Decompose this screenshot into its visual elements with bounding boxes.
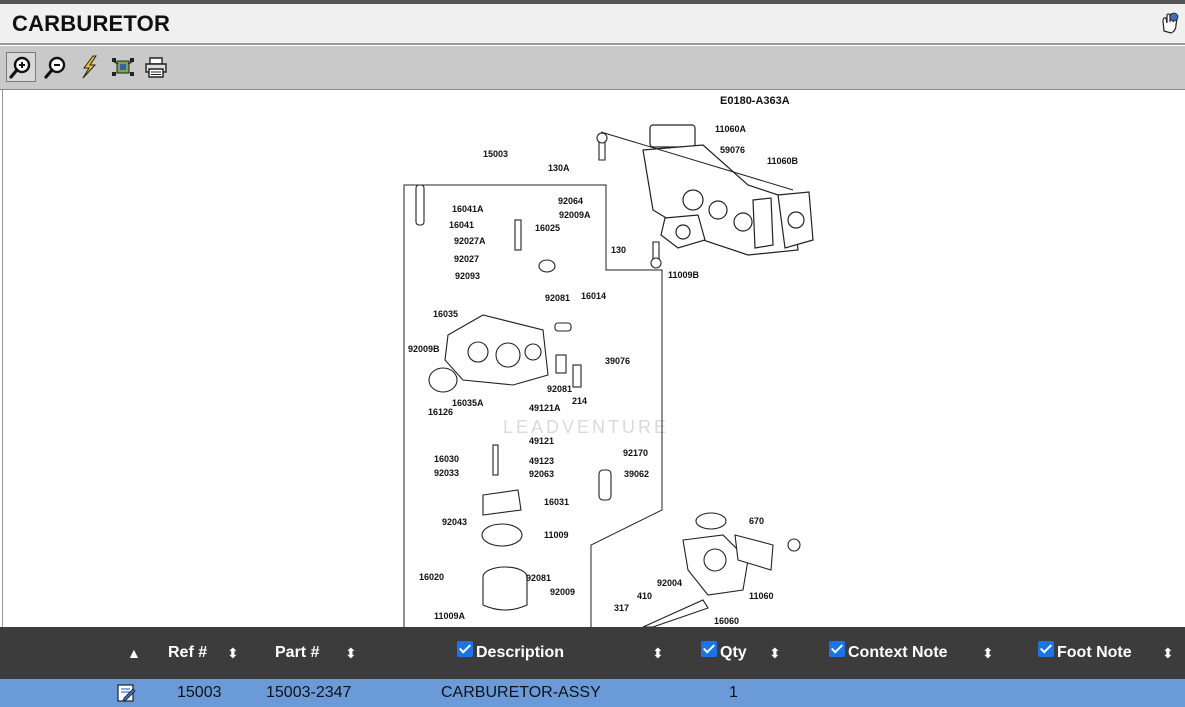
edit-note-icon[interactable] xyxy=(116,683,136,703)
callout-label[interactable]: 59076 xyxy=(720,145,745,155)
callout-label[interactable]: 16041 xyxy=(449,220,474,230)
description-checkbox[interactable] xyxy=(457,641,473,657)
toolbar xyxy=(0,46,1185,90)
sort-icon-context-note[interactable]: ⬍ xyxy=(982,644,994,661)
sort-icon-description[interactable]: ⬍ xyxy=(652,644,664,661)
exploded-view-drawing: E0180-A363A LEADVENTURE xyxy=(403,95,814,627)
callout-label[interactable]: 16035A xyxy=(452,398,484,408)
top-strip xyxy=(0,0,1185,4)
callout-label[interactable]: 92081 xyxy=(547,384,572,394)
cell-description: CARBURETOR-ASSY xyxy=(441,684,601,701)
callout-label[interactable]: 11060 xyxy=(749,591,774,601)
sort-icon-col-icon[interactable]: ▲︎ xyxy=(127,645,141,661)
callout-label[interactable]: 49121A xyxy=(529,403,561,413)
callout-label[interactable]: 16025 xyxy=(535,223,560,233)
callout-label[interactable]: 16030 xyxy=(434,454,459,464)
sort-icon-ref[interactable]: ⬍ xyxy=(227,644,239,661)
print-button[interactable] xyxy=(141,52,171,82)
callout-label[interactable]: 16014 xyxy=(581,291,606,301)
callout-label[interactable]: 92009 xyxy=(550,587,575,597)
callout-label[interactable]: 92009B xyxy=(408,344,440,354)
zoom-in-icon xyxy=(9,56,31,79)
callout-label[interactable]: 92009A xyxy=(559,210,591,220)
col-part[interactable]: Part # xyxy=(275,644,320,661)
printer-icon xyxy=(145,57,167,78)
help-icon[interactable] xyxy=(1159,11,1181,35)
callout-label[interactable]: 92043 xyxy=(442,517,467,527)
foot-note-checkbox[interactable] xyxy=(1038,641,1054,657)
table-row[interactable]: 15003 15003-2347 CARBURETOR-ASSY 1 xyxy=(0,679,1185,707)
callout-label[interactable]: 16035 xyxy=(433,309,458,319)
callout-label[interactable]: 16041A xyxy=(452,204,484,214)
callout-label[interactable]: 11009A xyxy=(434,611,466,621)
callout-label[interactable]: 39076 xyxy=(605,356,630,366)
lightning-icon xyxy=(82,55,97,79)
callout-label[interactable]: 16126 xyxy=(428,407,453,417)
highlight-button[interactable] xyxy=(74,52,104,82)
sort-icon-foot-note[interactable]: ⬍ xyxy=(1162,644,1174,661)
callout-label[interactable]: 92093 xyxy=(455,271,480,281)
callout-label[interactable]: 11009B xyxy=(668,270,700,280)
sort-icon-part[interactable]: ⬍ xyxy=(345,644,357,661)
col-description[interactable]: Description xyxy=(457,627,564,679)
callout-label[interactable]: 130 xyxy=(611,245,626,255)
qty-checkbox[interactable] xyxy=(701,641,717,657)
col-qty[interactable]: Qty xyxy=(701,627,747,679)
callout-label[interactable]: 92170 xyxy=(623,448,648,458)
callout-label[interactable]: 92027A xyxy=(454,236,486,246)
hotspots-icon xyxy=(112,58,134,76)
callout-label[interactable]: 92033 xyxy=(434,468,459,478)
callout-label[interactable]: 39062 xyxy=(624,469,649,479)
callout-label[interactable]: 92004 xyxy=(657,578,682,588)
cell-part: 15003-2347 xyxy=(266,684,352,701)
callout-labels: 11060A 59076 11060B 15003 130A 16041A 92064 920… xyxy=(408,124,799,626)
parts-grid-header: ▲︎ Ref # ⬍ Part # ⬍ Description ⬍ Qty ⬍ … xyxy=(0,627,1185,679)
col-foot-note[interactable]: Foot Note xyxy=(1038,627,1132,679)
watermark: LEADVENTURE xyxy=(503,417,669,437)
page-title: CARBURETOR xyxy=(12,11,171,36)
parts-diagram[interactable]: E0180-A363A LEADVENTURE xyxy=(2,90,1185,627)
callout-label[interactable]: 92027 xyxy=(454,254,479,264)
callout-label[interactable]: 11009 xyxy=(544,530,569,540)
callout-label[interactable]: 670 xyxy=(749,516,764,526)
zoom-out-button[interactable] xyxy=(41,52,71,82)
zoom-in-button[interactable] xyxy=(6,52,36,82)
callout-label[interactable]: 317 xyxy=(614,603,629,613)
callout-label[interactable]: 49123 xyxy=(529,456,554,466)
callout-label[interactable]: 92064 xyxy=(558,196,583,206)
cell-ref: 15003 xyxy=(177,684,222,701)
callout-label[interactable]: 16020 xyxy=(419,572,444,582)
col-ref[interactable]: Ref # xyxy=(168,644,208,661)
callout-label[interactable]: 410 xyxy=(637,591,652,601)
hotspots-button[interactable] xyxy=(108,52,138,82)
callout-label[interactable]: 15003 xyxy=(483,149,508,159)
col-context-note[interactable]: Context Note xyxy=(829,627,948,679)
cell-qty: 1 xyxy=(729,684,738,701)
callout-label[interactable]: 49121 xyxy=(529,436,554,446)
callout-label[interactable]: 11060A xyxy=(715,124,747,134)
zoom-out-icon xyxy=(44,56,66,79)
diagram-code: E0180-A363A xyxy=(720,95,790,107)
callout-label[interactable]: 16031 xyxy=(544,497,569,507)
context-note-checkbox[interactable] xyxy=(829,641,845,657)
callout-label[interactable]: 130A xyxy=(548,163,570,173)
callout-label[interactable]: 92063 xyxy=(529,469,554,479)
sort-icon-qty[interactable]: ⬍ xyxy=(769,644,781,661)
title-bar: CARBURETOR xyxy=(0,4,1185,45)
callout-label[interactable]: 16060 xyxy=(714,616,739,626)
callout-label[interactable]: 11060B xyxy=(767,156,799,166)
callout-label[interactable]: 92081 xyxy=(545,293,570,303)
callout-label[interactable]: 92081 xyxy=(526,573,551,583)
callout-label[interactable]: 214 xyxy=(572,396,587,406)
